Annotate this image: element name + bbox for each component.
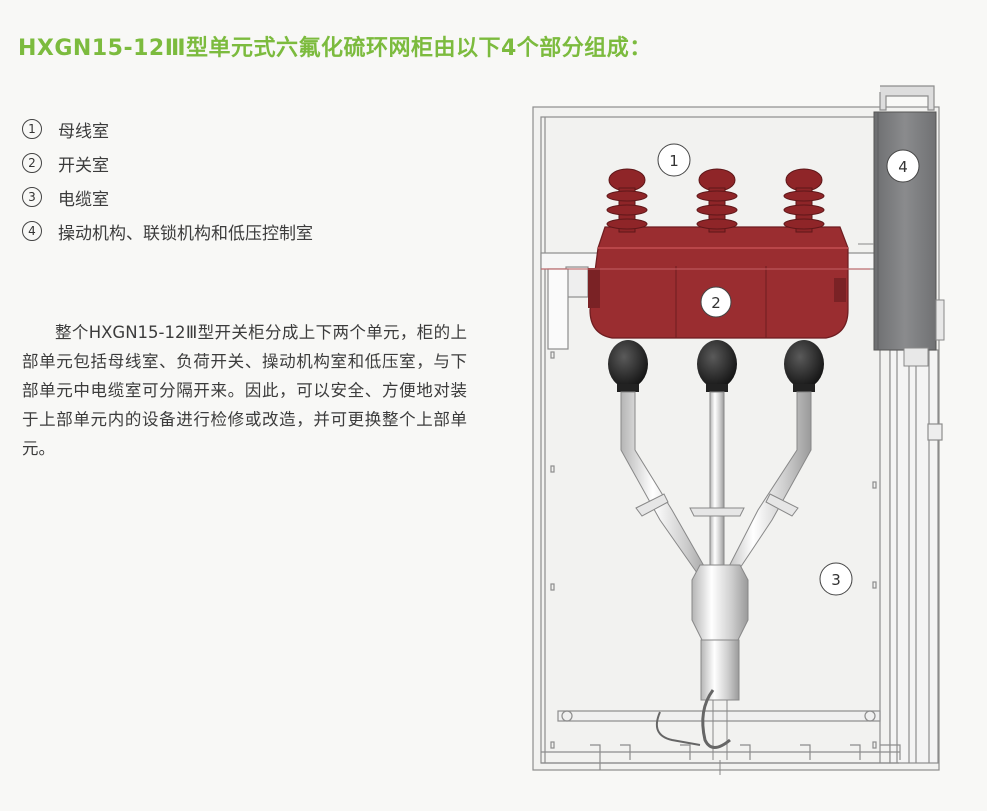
cable-boot-left <box>608 340 648 392</box>
insulator-middle <box>696 168 738 233</box>
page-title: HXGN15-12Ⅲ型单元式六氟化硫环网柜由以下4个部分组成： <box>18 36 652 61</box>
cable-boot-right <box>784 340 824 392</box>
component-legend: 1 母线室 2 开关室 3 电缆室 4 操动机构、联锁机构和低压控制室 <box>22 112 313 248</box>
description-paragraph: 整个HXGN15-12Ⅲ型开关柜分成上下两个单元，柜的上部单元包括母线室、负荷开… <box>22 323 467 458</box>
svg-text:2: 2 <box>711 294 721 312</box>
legend-number: 2 <box>22 153 42 173</box>
legend-number: 4 <box>22 221 42 241</box>
legend-number: 3 <box>22 187 42 207</box>
legend-item-switch: 2 开关室 <box>22 146 313 180</box>
callout-4: 4 <box>886 149 920 183</box>
insulator-left <box>606 168 648 233</box>
switch-body <box>541 226 870 339</box>
legend-label: 母线室 <box>58 121 109 142</box>
legend-label: 操动机构、联锁机构和低压控制室 <box>58 223 313 244</box>
legend-label: 开关室 <box>58 155 109 176</box>
legend-item-mechanism: 4 操动机构、联锁机构和低压控制室 <box>22 214 313 248</box>
svg-text:1: 1 <box>669 152 679 170</box>
legend-item-busbar: 1 母线室 <box>22 112 313 146</box>
legend-item-cable: 3 电缆室 <box>22 180 313 214</box>
cable-boot-middle <box>697 340 737 392</box>
callout-3: 3 <box>819 562 853 596</box>
legend-label: 电缆室 <box>58 189 109 210</box>
cable-assembly <box>620 391 812 775</box>
insulator-right <box>783 168 825 233</box>
legend-number: 1 <box>22 119 42 139</box>
callout-2: 2 <box>700 286 732 318</box>
svg-text:3: 3 <box>831 571 841 589</box>
callout-1: 1 <box>657 143 691 177</box>
svg-text:4: 4 <box>898 158 908 176</box>
